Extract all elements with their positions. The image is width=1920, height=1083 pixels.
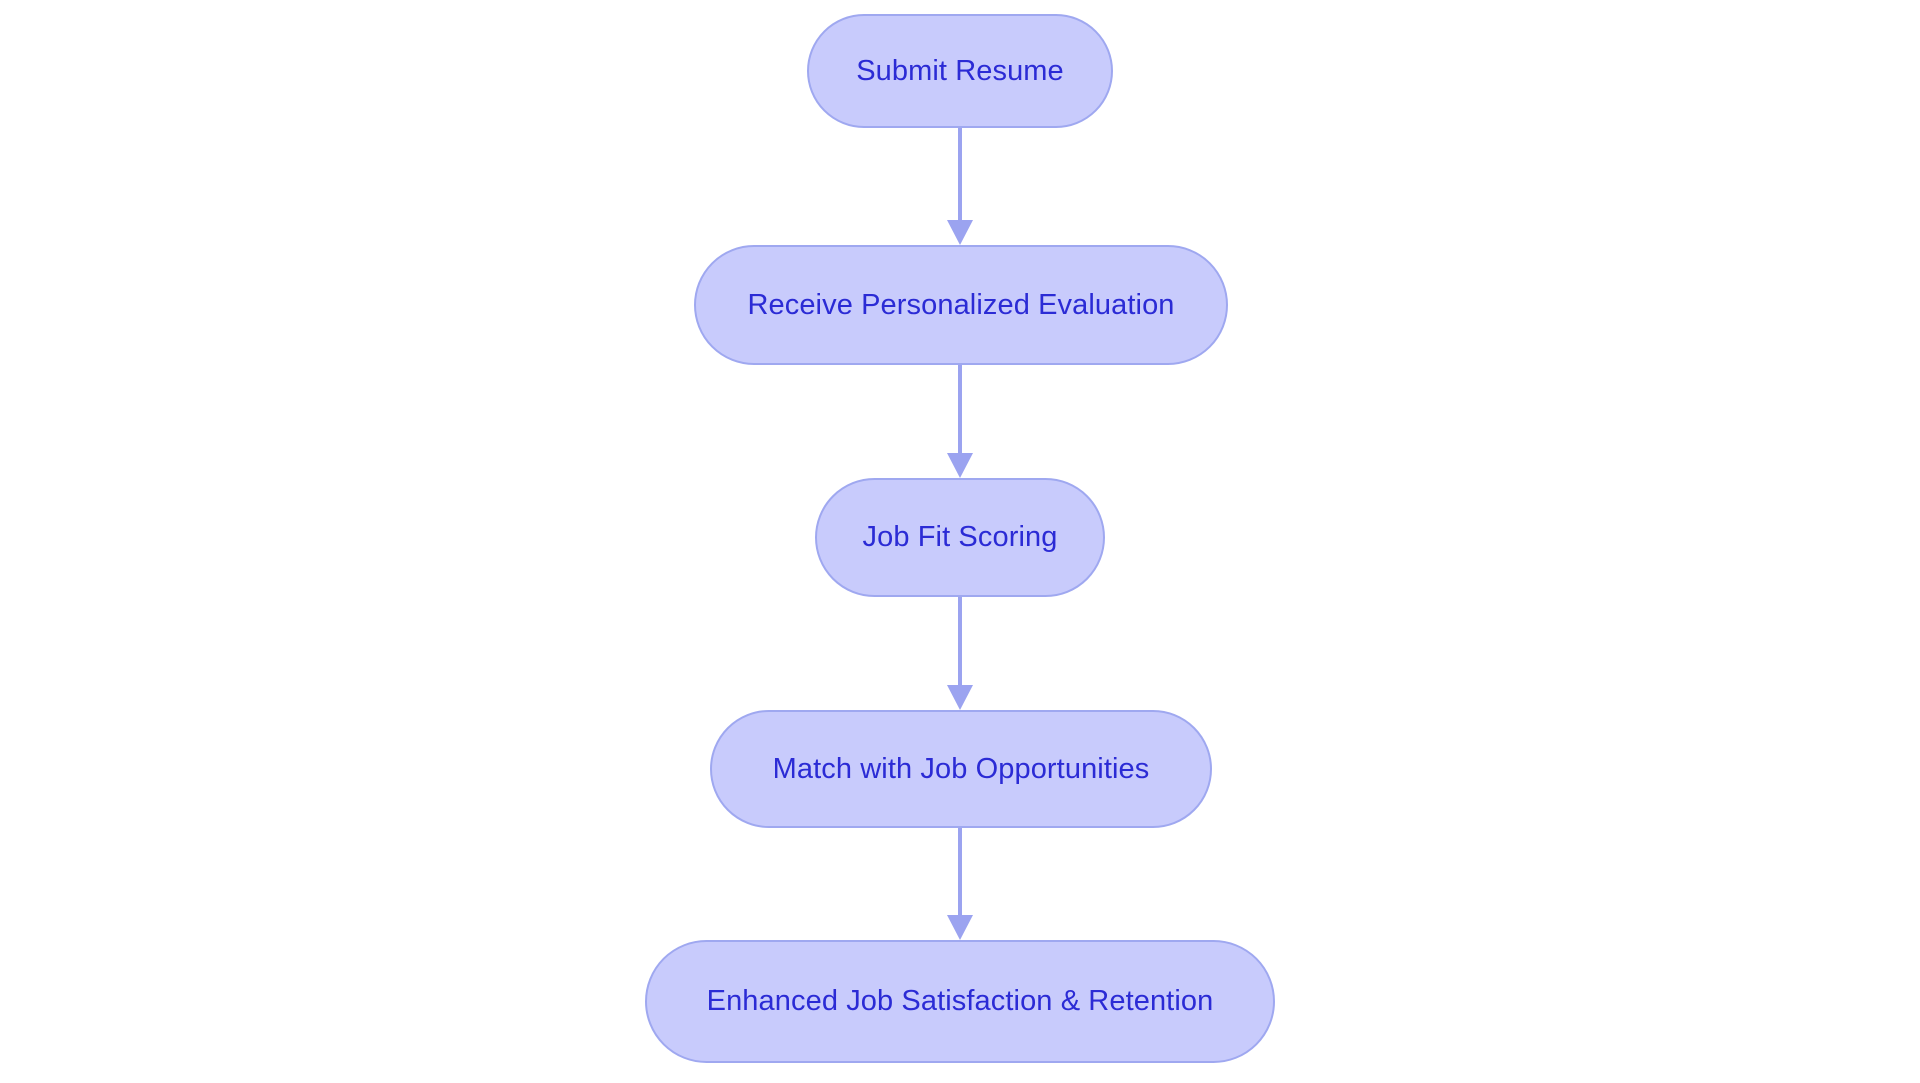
edge-match-with-job-opportunities-to-enhanced-job-satisfaction-retention <box>947 828 973 940</box>
flowchart-node-label: Match with Job Opportunities <box>772 752 1150 785</box>
down-arrow-icon <box>947 453 973 478</box>
down-arrow-icon <box>947 915 973 940</box>
edge-job-fit-scoring-to-match-with-job-opportunities <box>947 597 973 710</box>
edge-submit-resume-to-receive-personalized-evaluation <box>947 128 973 245</box>
flowchart-node-submit-resume[interactable]: Submit Resume <box>807 14 1113 128</box>
edge-receive-personalized-evaluation-to-job-fit-scoring <box>947 365 973 478</box>
down-arrow-icon <box>947 220 973 245</box>
flowchart-node-enhanced-job-satisfaction-retention[interactable]: Enhanced Job Satisfaction & Retention <box>645 940 1275 1063</box>
flowchart-node-label: Receive Personalized Evaluation <box>747 288 1175 321</box>
down-arrow-icon <box>947 685 973 710</box>
flowchart-node-label: Enhanced Job Satisfaction & Retention <box>706 985 1214 1017</box>
flowchart-node-job-fit-scoring[interactable]: Job Fit Scoring <box>815 478 1105 597</box>
flowchart-node-match-with-job-opportunities[interactable]: Match with Job Opportunities <box>710 710 1212 828</box>
flowchart-node-label: Job Fit Scoring <box>862 521 1058 553</box>
flowchart-node-receive-personalized-evaluation[interactable]: Receive Personalized Evaluation <box>694 245 1228 365</box>
flowchart-node-label: Submit Resume <box>856 54 1064 87</box>
